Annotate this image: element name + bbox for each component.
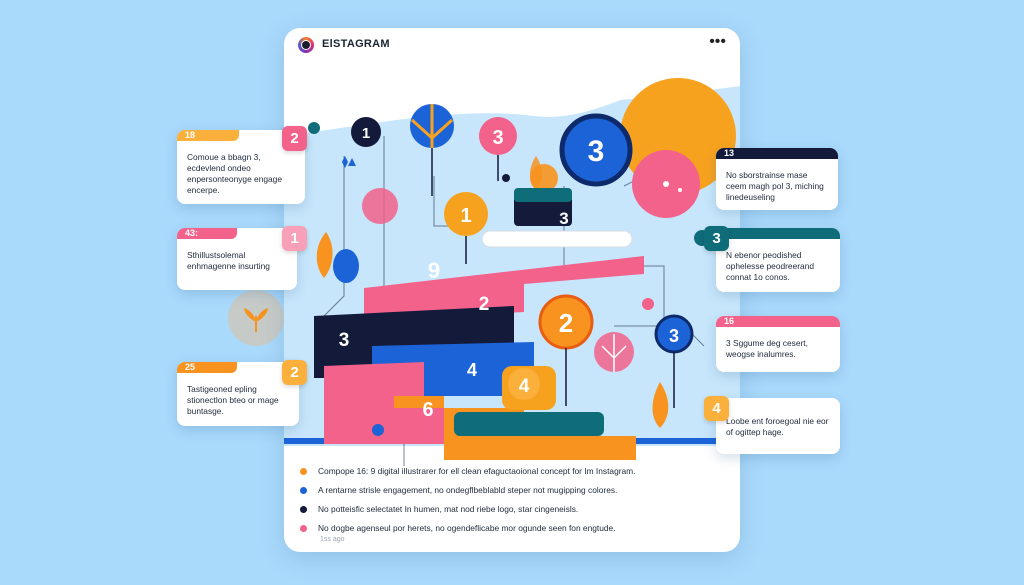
bubble-label: 3 — [588, 135, 605, 168]
callout-card: 25 Tastigeoned epling stionectlon bteo o… — [177, 362, 299, 426]
caption-list: Compope 16: 9 digital illustrarer for el… — [294, 464, 734, 540]
caption-item: Compope 16: 9 digital illustrarer for el… — [294, 464, 734, 483]
step-label: 9 — [428, 258, 440, 283]
bubble-label: 3 — [492, 127, 503, 149]
timestamp: 1ss ago — [320, 536, 345, 543]
callout-card: N ebenor peodished ophelesse peodreerand… — [716, 228, 840, 292]
callout-text: Loobe ent foroegoal nie eor of ogittep h… — [726, 416, 829, 437]
callout-number: 13 — [724, 148, 735, 158]
caption-text: A rentarne strisle engagement, no ondegf… — [318, 485, 618, 495]
post-header: ElSTAGRAM ••• — [284, 28, 740, 64]
step-label: 2 — [479, 294, 490, 315]
caption-item: No dogbe agenseul por herets, no ogendef… — [294, 521, 734, 540]
callout-badge: 2 — [282, 360, 307, 385]
step-label: 6 — [422, 399, 433, 421]
caption-text: Compope 16: 9 digital illustrarer for el… — [318, 466, 636, 476]
bubble-label: 2 — [559, 308, 573, 338]
callout-text: Tastigeoned epling stionectlon bteo or m… — [187, 384, 279, 416]
callout-card: Loobe ent foroegoal nie eor of ogittep h… — [716, 398, 840, 454]
callout-card: 13 No sborstrainse mase ceem magh pol 3,… — [716, 148, 838, 210]
step-label: 4 — [467, 360, 477, 380]
callout-number: 43: — [185, 228, 199, 238]
caption-item: A rentarne strisle engagement, no ondegf… — [294, 483, 734, 502]
callout-number: 25 — [185, 362, 196, 372]
step-label: 3 — [339, 330, 350, 351]
bubble-label: 3 — [669, 326, 679, 346]
caption-text: No dogbe agenseul por herets, no ogendef… — [318, 523, 616, 533]
callout-number: 18 — [185, 130, 196, 140]
bubble-label: 1 — [460, 205, 471, 227]
callout-text: Comoue a bbagn 3, ecdevlend ondeo enpers… — [187, 152, 282, 195]
instagram-post-card: ElSTAGRAM ••• 3 1 — [284, 28, 740, 552]
callout-text: N ebenor peodished ophelesse peodreerand… — [726, 250, 815, 282]
callout-number: 16 — [724, 316, 735, 326]
callout-card: 16 3 Sggume deg cesert, weogse inalumres… — [716, 316, 840, 372]
callout-text: Sthillustsolemal enhmagenne insurting — [187, 250, 270, 271]
callout-badge: 1 — [282, 226, 307, 251]
callout-badge: 2 — [282, 126, 307, 151]
step-label: 3 — [559, 209, 568, 228]
callout-text: No sborstrainse mase ceem magh pol 3, mi… — [726, 170, 824, 202]
more-options-button[interactable]: ••• — [709, 33, 726, 50]
leaf-sprout-icon — [226, 288, 286, 348]
illustration-scene: 3 1 3 1 3 9 2 3 4 — [284, 66, 740, 466]
bubble-label: 4 — [519, 376, 530, 397]
callout-text: 3 Sggume deg cesert, weogse inalumres. — [726, 338, 808, 359]
app-name: ElSTAGRAM — [322, 38, 390, 50]
callout-badge: 4 — [704, 396, 729, 421]
bubble-label: 1 — [362, 125, 370, 142]
caption-text: No potteisfic selectatet In humen, mat n… — [318, 504, 579, 514]
avatar[interactable] — [298, 37, 314, 53]
callout-badge: 3 — [704, 226, 729, 251]
caption-item: No potteisfic selectatet In humen, mat n… — [294, 502, 734, 521]
callout-card: 43: Sthillustsolemal enhmagenne insurtin… — [177, 228, 297, 290]
